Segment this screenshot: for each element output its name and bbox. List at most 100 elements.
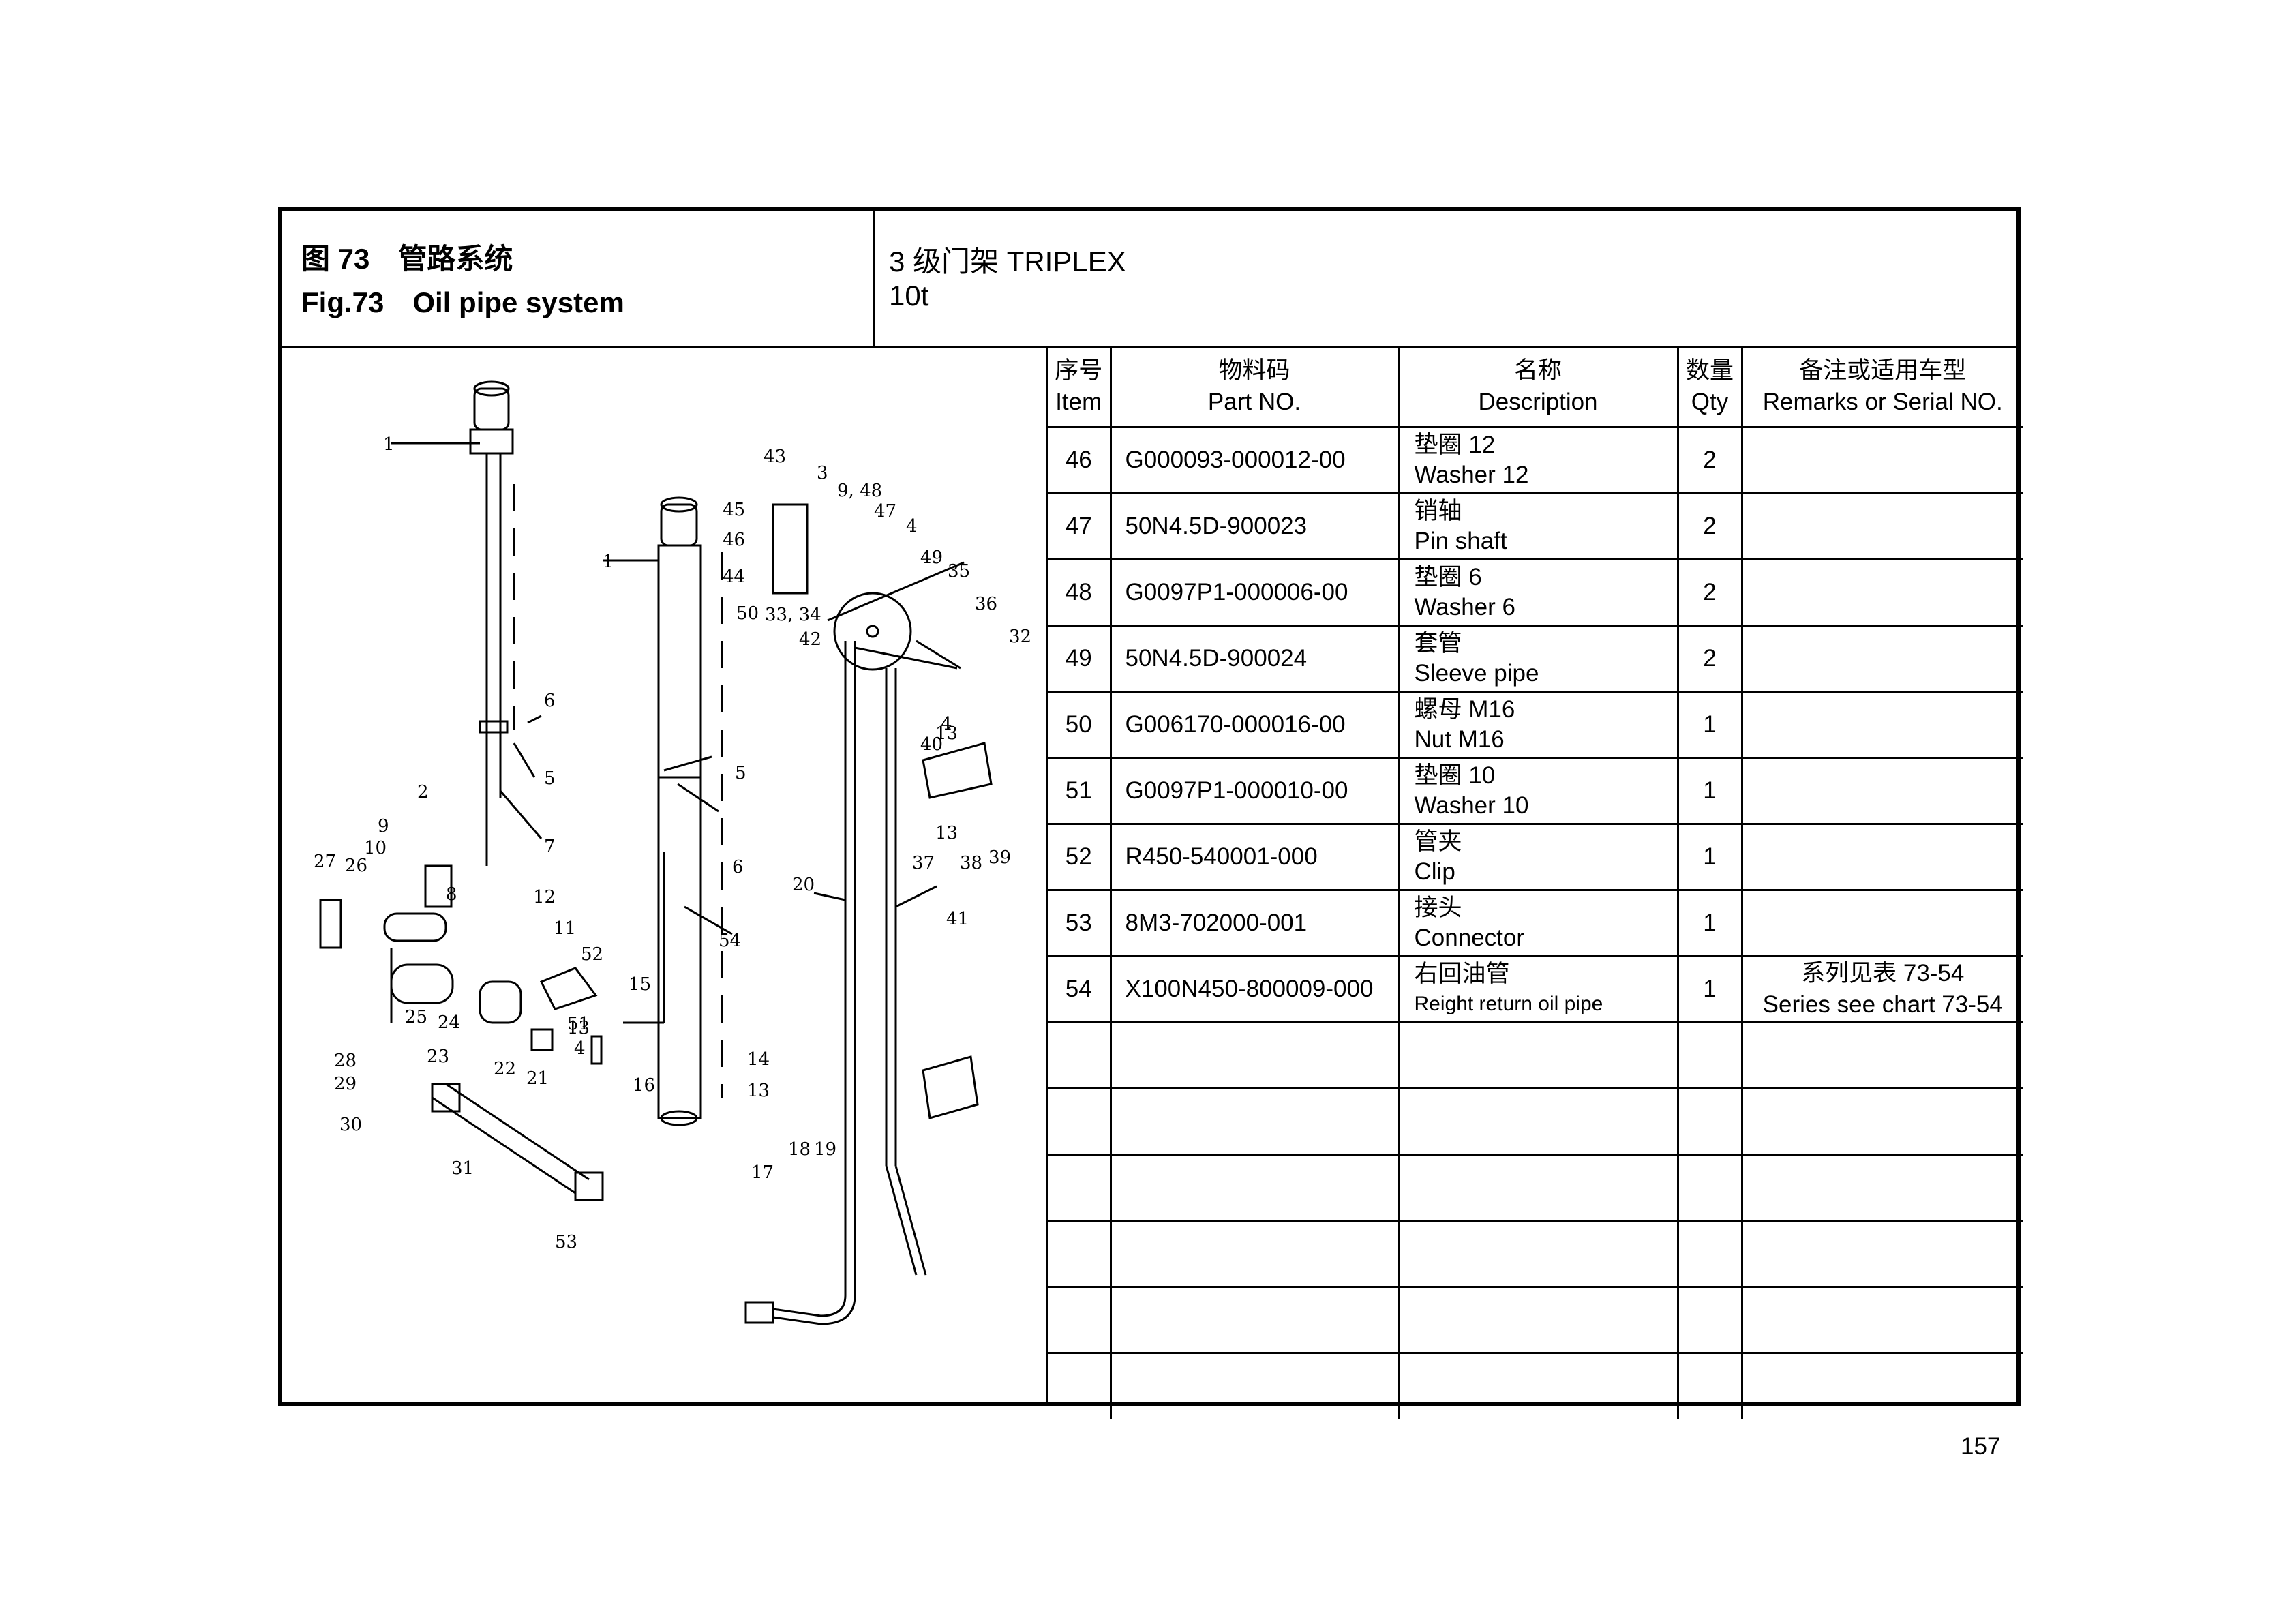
callout-label: 37 (912, 853, 935, 873)
callout-label: 43 (764, 447, 786, 467)
callout-label: 45 (723, 500, 745, 520)
callout-label: 51 (567, 1014, 590, 1034)
quantity: 1 (1676, 954, 1743, 1023)
callout-label: 21 (526, 1068, 549, 1089)
part-number: G006170-000016-00 (1109, 690, 1400, 759)
callout-label: 40 (920, 734, 943, 755)
callout-label: 13 (567, 1018, 590, 1038)
figure-title-en: Fig.73 Oil pipe system (301, 286, 624, 318)
callout-label: 2 (417, 782, 429, 802)
remarks (1740, 822, 2023, 891)
item-number: 47 (1048, 492, 1112, 560)
callout-label: 9, 48 (837, 481, 882, 501)
title-block: 图 73 管路系统 Fig.73 Oil pipe system 3 级门架 T… (282, 211, 2016, 348)
callout-label: 12 (533, 887, 556, 907)
callout-label: 25 (405, 1007, 427, 1027)
callout-label: 49 (920, 547, 943, 568)
part-number: G0097P1-000010-00 (1109, 756, 1400, 825)
callout-label: 8 (446, 884, 457, 905)
part-number: 8M3-702000-001 (1109, 888, 1400, 957)
callout-label: 18 (788, 1139, 811, 1160)
callout-label: 17 (751, 1162, 774, 1183)
callout-label: 4 (574, 1038, 586, 1059)
callout-label: 7 (544, 837, 556, 857)
part-number: 50N4.5D-900024 (1109, 624, 1400, 693)
callout-label: 6 (732, 857, 744, 877)
remarks (1740, 624, 2023, 693)
remarks (1740, 558, 2023, 627)
remarks (1740, 425, 2023, 494)
callout-label: 3 (817, 463, 828, 483)
callout-label: 15 (629, 974, 651, 995)
item-number: 48 (1048, 558, 1112, 627)
part-number: G0097P1-000006-00 (1109, 558, 1400, 627)
callout-label: 23 (427, 1047, 449, 1067)
callout-label: 24 (438, 1012, 460, 1033)
remarks (1740, 690, 2023, 759)
callout-label: 10 (364, 838, 387, 858)
callout-label: 28 (334, 1051, 357, 1071)
callout-label: 9 (378, 816, 389, 837)
remarks (1740, 492, 2023, 560)
item-number: 46 (1048, 425, 1112, 494)
callout-label: 47 (874, 501, 896, 522)
elbow-fitting (319, 899, 342, 949)
callout-label: 42 (799, 629, 821, 650)
callout-label: 5 (544, 768, 556, 789)
callout-label: 4 (906, 516, 918, 537)
quantity: 2 (1676, 624, 1743, 693)
callout-label: 54 (719, 931, 741, 951)
item-number: 49 (1048, 624, 1112, 693)
callout-label: 1 (383, 434, 395, 455)
item-number: 54 (1048, 954, 1112, 1023)
figure-title-cell: 图 73 管路系统 Fig.73 Oil pipe system (282, 211, 875, 346)
quantity: 1 (1676, 888, 1743, 957)
item-number: 53 (1048, 888, 1112, 957)
empty-table-row (1048, 1087, 2023, 1156)
callout-label: 20 (792, 875, 815, 895)
empty-table-row (1048, 1351, 2023, 1419)
item-number: 51 (1048, 756, 1112, 825)
figure-title-cn: 图 73 管路系统 (301, 243, 513, 275)
quantity: 2 (1676, 492, 1743, 560)
callout-label: 27 (314, 852, 336, 872)
callout-labels: 1 1 2 3 4 4 4 5 5 6 6 7 8 9 10 11 12 13 … (314, 434, 1031, 1252)
part-number: X100N450-800009-000 (1109, 954, 1400, 1023)
callout-label: 13 (935, 723, 958, 744)
callout-label: 30 (339, 1115, 362, 1135)
item-number: 50 (1048, 690, 1112, 759)
oil-pipe-drawing: 1 1 2 3 4 4 4 5 5 6 6 7 8 9 10 11 12 13 … (314, 380, 1031, 1325)
callout-label: 26 (345, 856, 367, 876)
callout-label: 41 (946, 909, 969, 929)
callout-label: 36 (975, 594, 997, 614)
quantity: 2 (1676, 558, 1743, 627)
callout-label: 35 (948, 561, 970, 582)
callout-label: 50 (736, 603, 759, 624)
empty-table-row (1048, 1285, 2023, 1354)
callout-label: 6 (544, 691, 556, 711)
callout-label: 13 (747, 1081, 770, 1101)
callout-label: 33, 34 (765, 605, 821, 625)
quantity: 1 (1676, 822, 1743, 891)
callout-label: 13 (935, 823, 958, 843)
